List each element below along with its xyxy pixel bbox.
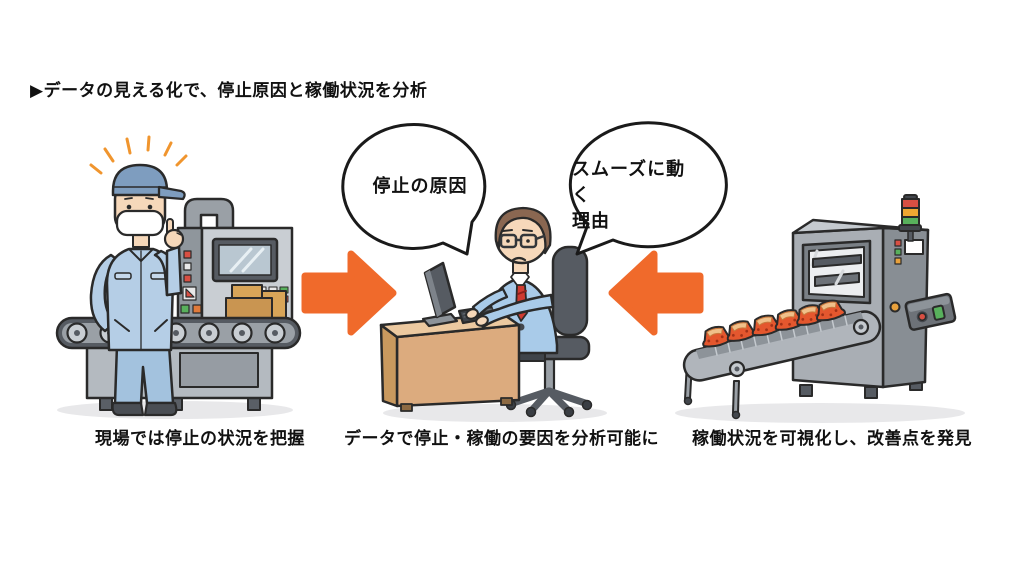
speech-bubble-right-text: スムーズに動く 理由 — [572, 159, 686, 232]
alert-sparkle-icon — [89, 135, 188, 175]
stack-light-icon — [898, 194, 922, 242]
arrow-left-icon — [608, 250, 704, 336]
belt-slats — [714, 315, 848, 356]
desk — [379, 312, 521, 412]
pendant-control — [904, 292, 957, 331]
machine-side-panel — [889, 239, 924, 313]
glasses — [499, 233, 546, 249]
factory-worker — [89, 135, 188, 417]
caption-shop-floor: 現場では停止の状況を把握 — [95, 429, 305, 448]
speech-bubble-left — [341, 123, 487, 256]
frown-mouth — [511, 256, 527, 262]
hair — [494, 206, 552, 255]
packaging-line-illustration — [675, 194, 965, 423]
cardboard-boxes — [225, 284, 287, 319]
film-roller-window — [801, 239, 872, 305]
arrow-right-icon — [301, 250, 397, 336]
pointing-hand — [163, 218, 185, 250]
column-buttons — [180, 250, 202, 314]
inclined-conveyor — [682, 310, 882, 420]
work-cap — [111, 163, 186, 201]
page-title: ▶データの見える化で、停止原因と稼働状況を分析 — [30, 81, 428, 100]
caption-data-analysis: データで停止・稼働の要因を分析可能に — [344, 429, 659, 448]
control-panel-machine — [176, 197, 294, 325]
worker-machine-illustration — [55, 135, 302, 419]
ground-shadow — [675, 403, 965, 423]
ground-shadow — [383, 404, 607, 422]
speech-bubble-left-text: 停止の原因 — [372, 176, 468, 196]
conveyor-belt — [55, 316, 302, 350]
computer-monitor — [421, 261, 459, 328]
caption-visualization: 稼働状況を可視化し、改善点を発見 — [692, 429, 972, 448]
analyst-at-desk-illustration — [379, 206, 607, 422]
typing-arms — [465, 287, 555, 329]
packaged-products — [702, 299, 846, 348]
speech-bubble-right — [568, 121, 728, 256]
face-mask — [115, 209, 165, 237]
